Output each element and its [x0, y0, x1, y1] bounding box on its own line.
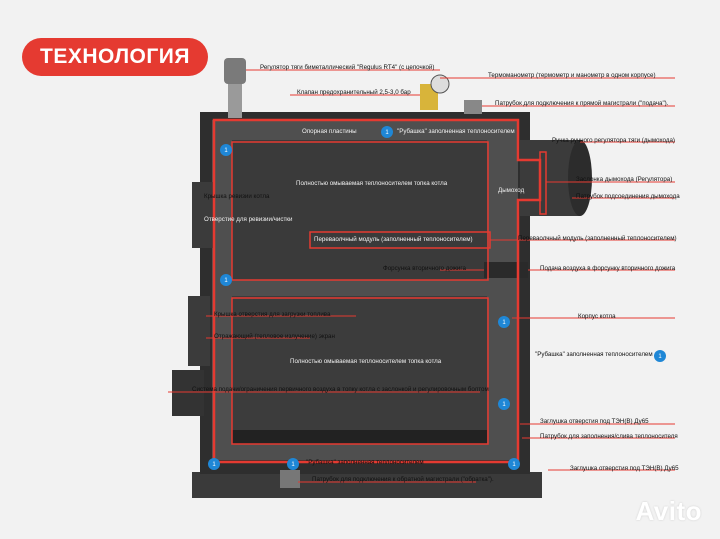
marker-left-middle-text: 1 — [224, 278, 228, 284]
supply-pipe-fitting — [464, 100, 482, 114]
lower-furnace — [232, 296, 487, 444]
label-washed-bottom: Полностью омываемая теплоносителем топка… — [290, 358, 442, 365]
label-jacket-right: "Рубашка" заполненная теплоносителем — [535, 351, 653, 358]
label-thermomanometer: Термоманометр (термометр и манометр в од… — [488, 72, 656, 79]
label-return-pipe: Патрубок для подключения к обратной маги… — [312, 476, 494, 483]
label-transfer-module: Переваолчный модуль (заполненный теплоно… — [518, 235, 677, 242]
marker-right-lower — [498, 398, 510, 410]
label-heater-plug-upper: Заглушка отверстия под ТЭН(В) Ду65 — [540, 418, 649, 425]
marker-right-lower-text: 1 — [502, 402, 506, 408]
label-cleaning-cover: Крышка ревизии котла — [204, 193, 270, 200]
marker-right-upper-text: 1 — [502, 320, 506, 326]
primary-air-box — [172, 370, 204, 416]
label-body: Корпус котла — [578, 313, 616, 320]
marker-bottom-center — [287, 458, 299, 470]
label-transfer-module-inner: Переваолчный модуль (заполненный теплоно… — [314, 236, 473, 243]
marker-bottom-left — [208, 458, 220, 470]
label-support-plates: Опорная пластины — [302, 128, 357, 135]
return-pipe-fitting — [280, 470, 300, 488]
header-title: ТЕХНОЛОГИЯ — [22, 38, 208, 76]
label-chimney: Дымоход — [498, 187, 525, 194]
cleaning-door — [192, 182, 214, 248]
leader-lines — [168, 69, 675, 483]
label-jacket-bottom: "Рубашка" заполненная теплоносителем — [306, 459, 424, 466]
boiler-base — [192, 472, 542, 498]
avito-watermark: Avito — [635, 496, 702, 526]
thermomanometer-dial — [430, 74, 450, 94]
regulator-head — [224, 58, 246, 84]
label-flue-pipe: Патрубок подсоединения дымохода — [576, 193, 680, 200]
lower-furnace-contour — [231, 297, 489, 445]
label-valve: Клапан предохранительный 2,5-3,0 бар — [297, 89, 411, 96]
label-primary-air: Система подачи/ограничения первичного во… — [192, 386, 489, 393]
label-regulator: Регулятор тяги биметаллический "Regulus … — [260, 64, 435, 71]
marker-right-jacket-text: 1 — [658, 354, 662, 360]
label-cleaning-hole: Отверстие для ревизии/чистки — [204, 216, 293, 223]
label-fill-pipe: Патрубок для заполнения/слива теплоносит… — [540, 433, 678, 440]
label-washed-top: Полностью омываемая теплоносителем топка… — [296, 180, 448, 187]
flue-damper-frame — [539, 151, 547, 215]
marker-right-upper — [498, 316, 510, 328]
marker-left-upper-text: 1 — [224, 148, 228, 154]
label-flue-damper: Заслонка дымохода (Регулятора) — [576, 176, 673, 183]
label-heater-plug-lower: Заглушка отверстия под ТЭН(В) Ду65 — [570, 465, 679, 472]
marker-left-middle — [220, 274, 232, 286]
label-jacket-top: "Рубашка" заполненная теплоносителем — [397, 128, 515, 135]
upper-furnace — [232, 140, 487, 280]
upper-furnace-contour — [231, 141, 489, 281]
label-secondary-air: Подача воздуха в форсунку вторичного дож… — [540, 265, 676, 272]
label-reflective-screen: Отражающий (тепловое излучение) экран — [214, 333, 335, 340]
flue-pipe-end — [568, 140, 592, 216]
grate-floor — [232, 430, 487, 444]
regulator-stem — [228, 82, 242, 118]
marker-bottom-right-text: 1 — [512, 462, 516, 468]
label-supply-pipe: Патрубок для подключения к прямой магист… — [495, 100, 669, 107]
label-flue-handle: Ручка ручного регулятора тяги (дымохода) — [552, 137, 675, 144]
marker-jacket-top — [381, 126, 393, 138]
marker-left-upper — [220, 144, 232, 156]
label-secondary-nozzle: Форсунка вторичного дожига — [383, 265, 466, 272]
marker-right-jacket — [654, 350, 666, 362]
marker-jacket-top-text: 1 — [385, 130, 389, 136]
marker-bottom-center-text: 1 — [291, 462, 295, 468]
label-loading-cover: Крышка отверстия для загрузки топлива — [214, 311, 331, 318]
loading-door — [188, 296, 210, 366]
marker-bottom-left-text: 1 — [212, 462, 216, 468]
marker-bottom-right — [508, 458, 520, 470]
